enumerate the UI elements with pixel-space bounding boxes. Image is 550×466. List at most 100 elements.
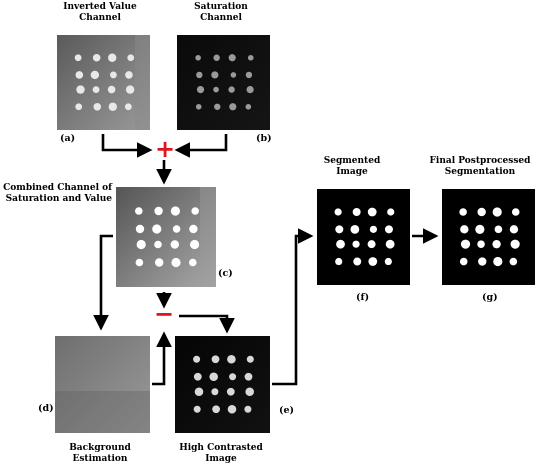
panel-a-dot [110, 71, 117, 79]
panel-c-dot [191, 207, 199, 215]
panel-e-dot [244, 405, 252, 413]
panel-c-dot [171, 257, 181, 268]
panel-b-dot [246, 86, 254, 94]
panel-c-background [116, 187, 216, 287]
panel-e-dot [193, 355, 201, 363]
panel-g-dot [494, 225, 503, 234]
panel-b-dot [211, 71, 219, 79]
panel-c-image [116, 187, 216, 287]
panel-b-dot [213, 54, 220, 61]
panel-a-dot [75, 103, 83, 111]
panel-e-dot [246, 355, 254, 363]
panel-b-dot [245, 71, 253, 79]
panel-a-dot [90, 70, 100, 80]
panel-e-dot [194, 387, 204, 397]
panel-a-dot [124, 103, 132, 111]
panel-e-dot [193, 372, 202, 381]
panel-c-dot [135, 258, 144, 267]
title-e: High Contrasted Image [179, 443, 263, 464]
panel-e-dot [211, 388, 219, 396]
arrow-e-to-f [272, 228, 314, 386]
panel-b-dot [229, 103, 237, 111]
panel-b-dot [195, 54, 201, 61]
title-a: Inverted Value Channel [63, 2, 137, 23]
panel-a-background [57, 35, 150, 130]
panel-c-dot [155, 258, 164, 267]
panel-f-dot [368, 257, 378, 266]
panel-e-dot [229, 373, 237, 381]
tag-c: (c) [218, 268, 233, 279]
panel-e-dot [244, 372, 253, 381]
panel-a-dot [108, 102, 117, 111]
panel-c-dot [135, 207, 143, 215]
title-g: Final Postprocessed Segmentation [429, 156, 531, 177]
panel-g-dot [510, 239, 520, 249]
tag-b: (b) [256, 133, 272, 144]
panel-b-image [177, 35, 270, 130]
panel-f-dot [350, 224, 360, 234]
panel-b-dot [245, 103, 252, 110]
tag-f: (f) [356, 292, 370, 303]
arrow-d-to-minus [152, 331, 172, 386]
panel-g-dot [493, 256, 503, 267]
panel-f-dot [335, 225, 344, 234]
panel-a-dot [125, 71, 133, 79]
panel-b-dot [228, 86, 235, 93]
panel-b-dot [196, 86, 205, 94]
panel-f-dot [384, 257, 392, 266]
panel-f-dot [353, 257, 362, 266]
panel-f-image [317, 189, 410, 285]
arrow-b-to-plus [174, 134, 228, 158]
panel-g-dot [509, 225, 519, 234]
title-b: Saturation Channel [194, 2, 248, 23]
panel-e-dot [226, 387, 235, 396]
panel-g-dot [511, 208, 520, 216]
panel-e-dot [227, 354, 236, 364]
panel-a-dot [107, 85, 116, 94]
panel-b-dot [230, 72, 237, 78]
panel-g-dot [475, 224, 485, 234]
panel-c-dot [189, 224, 198, 234]
panel-g-dot [477, 240, 485, 248]
panel-e-dot [211, 355, 220, 364]
panel-f-dot [336, 239, 345, 249]
tag-g: (g) [482, 292, 498, 303]
panel-a-dot [74, 54, 82, 62]
panel-e-dot [245, 387, 254, 397]
panel-c-dot [154, 206, 163, 216]
panel-b-background [177, 35, 270, 130]
panel-b-dot [228, 54, 236, 62]
panel-c-dot [170, 240, 179, 249]
panel-e-dot [227, 404, 237, 414]
panel-f-dot [387, 208, 395, 216]
panel-f-background [317, 189, 410, 285]
panel-g-dot [460, 225, 469, 234]
panel-b-dot [213, 86, 219, 93]
panel-g-dot [460, 239, 471, 249]
panel-e-background [175, 336, 270, 433]
panel-b-dot [195, 103, 202, 110]
panel-a-dot [125, 85, 135, 94]
panel-a-dot [92, 53, 101, 62]
panel-b-dot [214, 103, 221, 110]
arrow-a-to-plus [101, 134, 153, 158]
panel-f-dot [335, 257, 343, 266]
panel-f-dot [367, 207, 377, 217]
panel-a-dot [75, 71, 84, 79]
panel-a-dot [93, 102, 102, 111]
panel-f-dot [352, 240, 360, 248]
panel-f-dot [369, 225, 377, 233]
panel-f-dot [352, 208, 361, 216]
panel-d-background [55, 336, 150, 433]
panel-c-dot [136, 239, 146, 250]
panel-a-dot [108, 53, 117, 62]
arrow-minus-to-e [179, 314, 235, 334]
panel-c-dot [189, 258, 197, 267]
panel-b-dot [196, 71, 203, 79]
panel-c-dot [172, 225, 181, 233]
title-c: Combined Channel of Saturation and Value [3, 183, 112, 204]
panel-f-dot [367, 240, 376, 249]
panel-f-dot [384, 225, 393, 234]
panel-a-dot [127, 54, 135, 62]
panel-g-dot [478, 257, 487, 266]
